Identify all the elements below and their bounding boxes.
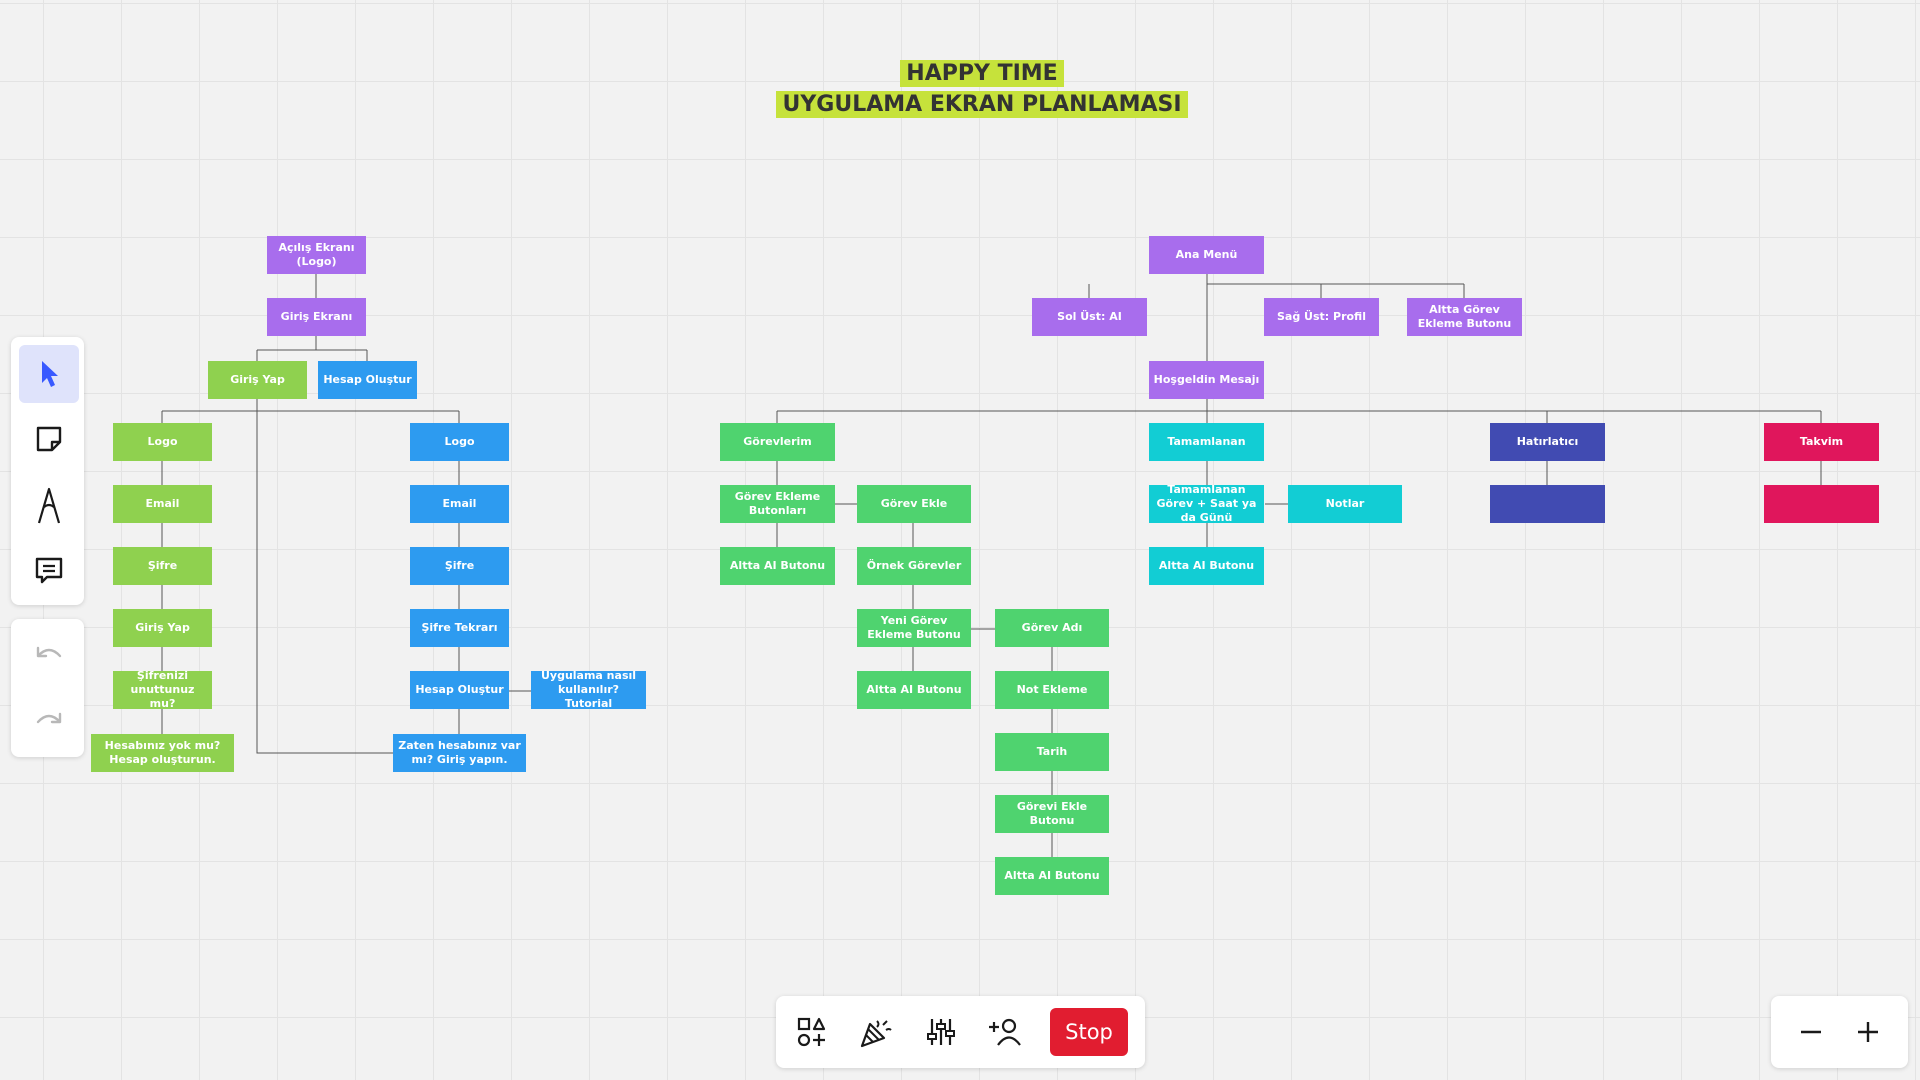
plus-icon [1858,1022,1878,1042]
node-hatirlatici[interactable]: Hatırlatıcı [1490,423,1605,461]
redo-button[interactable] [19,691,79,749]
node-hesap-olustur[interactable]: Hesap Oluştur [318,361,417,399]
node-hesap-sifre[interactable]: Şifre [410,547,509,585]
node-hatirlatici-child[interactable] [1490,485,1605,523]
node-giris-giris-yap[interactable]: Giriş Yap [113,609,212,647]
undo-button[interactable] [19,625,79,683]
comment-tool-button[interactable] [19,541,79,599]
comment-icon [35,557,63,584]
node-acilis-ekrani[interactable]: Açılış Ekranı (Logo) [267,236,366,274]
node-gorev-ekle[interactable]: Görev Ekle [857,485,971,523]
sticky-note-icon [36,426,62,452]
node-notlar[interactable]: Notlar [1288,485,1402,523]
zoom-out-button[interactable] [1789,1010,1833,1054]
node-giris-ekrani[interactable]: Giriş Ekranı [267,298,366,336]
node-sifrenizi-unuttunuz[interactable]: Şifrenizi unuttunuz mu? [113,669,212,710]
node-hesap-logo[interactable]: Logo [410,423,509,461]
shapes-add-button[interactable] [790,1010,834,1054]
node-sifre-tekrari[interactable]: Şifre Tekrarı [410,609,509,647]
node-takvim-child[interactable] [1764,485,1879,523]
tool-panel [11,337,84,605]
node-altta-ai-butonu-1[interactable]: Altta AI Butonu [720,547,835,585]
diagram-title-line1: HAPPY TIME [0,60,1920,87]
diagram-title-line2: UYGULAMA EKRAN PLANLAMASI [0,91,1920,118]
node-giris-sifre[interactable]: Şifre [113,547,212,585]
redo-icon [36,712,62,724]
node-tarih[interactable]: Tarih [995,733,1109,771]
node-giris-yap[interactable]: Giriş Yap [208,361,307,399]
node-zaten-hesabiniz-var[interactable]: Zaten hesabınız var mı? Giriş yapın. [393,734,526,772]
zoom-in-button[interactable] [1846,1010,1890,1054]
bottom-toolbar: Stop [776,996,1145,1068]
node-hesabiniz-yok[interactable]: Hesabınız yok mu? Hesap oluşturun. [91,734,234,772]
pen-tool-button[interactable] [19,476,79,534]
node-yeni-gorev-ekleme-butonu[interactable]: Yeni Görev Ekleme Butonu [857,609,971,647]
node-gorevi-ekle-butonu[interactable]: Görevi Ekle Butonu [995,795,1109,833]
stop-button[interactable]: Stop [1050,1008,1128,1056]
node-hosgeldin-mesaji[interactable]: Hoşgeldin Mesajı [1149,361,1264,399]
pen-icon [37,487,61,524]
node-altta-ai-butonu-3[interactable]: Altta AI Butonu [995,857,1109,895]
sliders-icon [927,1019,955,1045]
node-giris-email[interactable]: Email [113,485,212,523]
cursor-tool-button[interactable] [19,345,79,403]
settings-sliders-button[interactable] [919,1010,963,1054]
sticky-note-tool-button[interactable] [19,410,79,468]
node-tamamlanan-gorev[interactable]: Tamamlanan Görev + Saat ya da Günü [1149,483,1264,524]
node-ana-menu[interactable]: Ana Menü [1149,236,1264,274]
node-altta-ai-butonu-4[interactable]: Altta AI Butonu [1149,547,1264,585]
node-giris-logo[interactable]: Logo [113,423,212,461]
node-sag-ust-profil[interactable]: Sağ Üst: Profil [1264,298,1379,336]
node-hesap-olustur-button[interactable]: Hesap Oluştur [410,671,509,709]
invite-user-button[interactable] [983,1010,1027,1054]
history-panel [11,619,84,757]
node-tamamlanan[interactable]: Tamamlanan [1149,423,1264,461]
cursor-icon [42,361,58,387]
node-not-ekleme[interactable]: Not Ekleme [995,671,1109,709]
shapes-add-icon [797,1017,826,1047]
minus-icon [1801,1030,1821,1034]
node-gorevlerim[interactable]: Görevlerim [720,423,835,461]
node-hesap-email[interactable]: Email [410,485,509,523]
node-tutorial[interactable]: Uygulama nasıl kullanılır? Tutorial [531,669,646,710]
celebrate-icon [860,1020,892,1048]
node-altta-gorev-ekleme[interactable]: Altta Görev Ekleme Butonu [1407,298,1522,336]
undo-icon [36,646,62,658]
node-takvim[interactable]: Takvim [1764,423,1879,461]
node-altta-ai-butonu-2[interactable]: Altta AI Butonu [857,671,971,709]
add-user-icon [989,1018,1021,1046]
node-sol-ust-ai[interactable]: Sol Üst: AI [1032,298,1147,336]
node-gorev-ekleme-butonlari[interactable]: Görev Ekleme Butonları [720,485,835,523]
zoom-controls [1771,996,1908,1068]
celebrate-button[interactable] [854,1010,898,1054]
node-ornek-gorevler[interactable]: Örnek Görevler [857,547,971,585]
node-gorev-adi[interactable]: Görev Adı [995,609,1109,647]
